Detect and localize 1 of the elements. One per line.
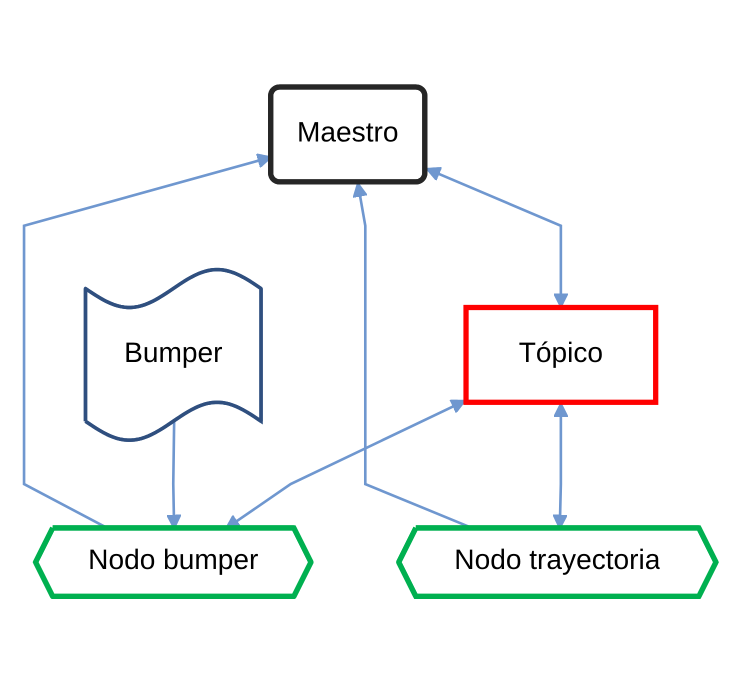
- node-box: Tópico: [463, 305, 658, 406]
